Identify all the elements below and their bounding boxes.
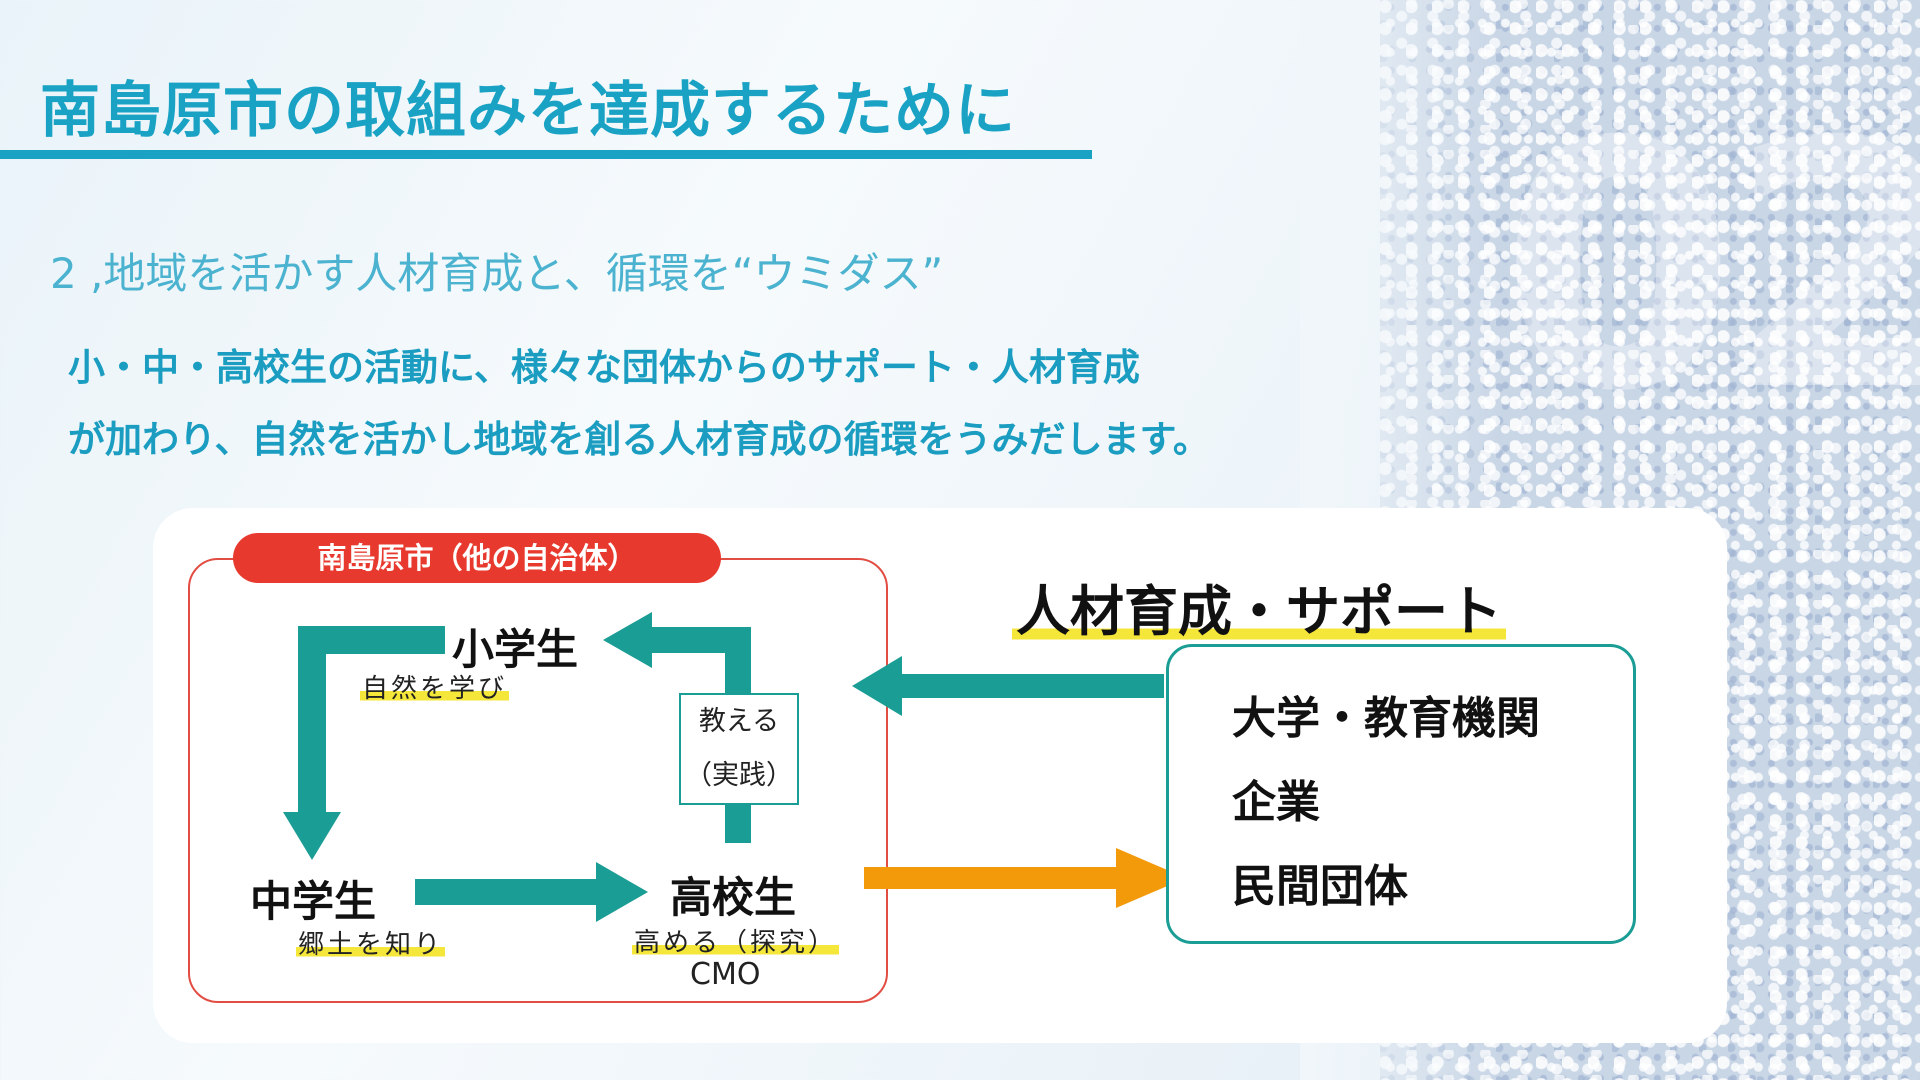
org-company: 企業 xyxy=(1232,777,1320,828)
title-underline xyxy=(0,150,1092,159)
org-box xyxy=(1166,644,1636,944)
arrowhead-high-to-elementary xyxy=(603,612,652,668)
high-cmo-label: CMO xyxy=(690,957,761,992)
page-title: 南島原市の取組みを達成するために xyxy=(40,76,1016,146)
arrowhead-orgs-to-city xyxy=(852,656,902,716)
arrowhead-elementary-to-junior xyxy=(283,812,341,860)
decorative-page-number: 02 xyxy=(1500,70,1920,466)
lead-line-2: が加わり、自然を活かし地域を創る人材育成の循環をうみだします。 xyxy=(68,418,1210,461)
arrowhead-city-to-orgs xyxy=(1116,848,1186,908)
org-private-group: 民間団体 xyxy=(1232,861,1408,912)
org-university: 大学・教育機関 xyxy=(1232,693,1540,744)
section-subtitle: 2 ,地域を活かす人材育成と、循環を“ウミダス” xyxy=(50,249,944,298)
arrow-elementary-to-junior xyxy=(298,626,445,815)
teach-line-1: 教える xyxy=(698,706,780,737)
note-high: 高める（探究） xyxy=(632,922,840,959)
node-high: 高校生 xyxy=(670,873,797,922)
lead-text: 小・中・高校生の活動に、様々な団体からのサポート・人材育成 が加わり、自然を活か… xyxy=(68,332,1368,476)
teach-line-2: （実践） xyxy=(685,760,793,791)
support-title: 人材育成・サポート xyxy=(1012,567,1506,646)
lead-line-1: 小・中・高校生の活動に、様々な団体からのサポート・人材育成 xyxy=(68,346,1140,389)
arrowhead-junior-to-high xyxy=(596,862,648,922)
note-elementary: 自然を学び xyxy=(360,668,510,705)
node-elementary: 小学生 xyxy=(452,625,579,674)
node-junior: 中学生 xyxy=(250,877,377,926)
teach-box: 教える （実践） xyxy=(679,693,799,805)
city-label: 南島原市（他の自治体） xyxy=(233,533,721,583)
note-junior: 郷土を知り xyxy=(296,924,446,961)
